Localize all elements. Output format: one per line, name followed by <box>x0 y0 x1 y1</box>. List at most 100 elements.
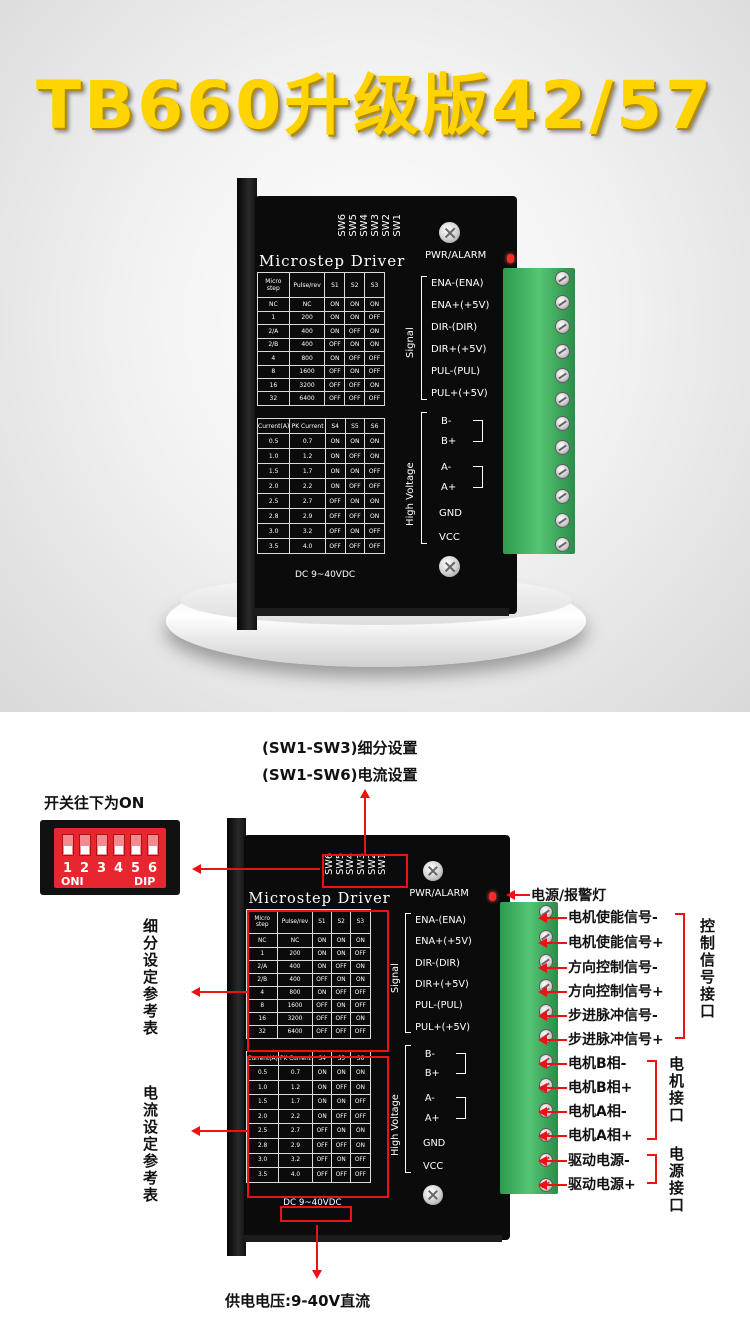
signal-terminal-label: DIR-(DIR) <box>415 957 460 969</box>
table-cell: OFF <box>324 377 346 393</box>
table-cell: OFF <box>311 998 333 1013</box>
control-group-label: 控制信号接口 <box>698 918 716 1020</box>
table-cell: ON <box>364 377 385 393</box>
page-title: TB660升级版42/57 <box>36 67 714 144</box>
power-terminal-label: VCC <box>422 1161 444 1173</box>
switch-labels-highlight <box>322 854 408 888</box>
current-table-label: 电流设定参考表 <box>141 1085 159 1204</box>
power-group-bracket-top <box>647 1154 657 1156</box>
terminal-arrow-line <box>545 917 567 919</box>
dip-number-6: 6 <box>148 861 158 876</box>
coil-a <box>455 1097 466 1119</box>
sw-arrow-head <box>360 789 370 798</box>
subdivision-arrow-head <box>191 987 200 997</box>
table-header-cell: Micro step <box>257 271 290 299</box>
signal-terminal-label: ENA-(ENA) <box>431 278 484 289</box>
dip-dip-label: DIP <box>134 875 156 888</box>
led-label: 电源/报警灯 <box>531 888 607 904</box>
motor-group-label: 电机接口 <box>667 1056 685 1124</box>
table-cell: ON <box>350 959 371 974</box>
terminal-arrow-head <box>538 1180 547 1190</box>
motor-group-bracket <box>655 1060 657 1140</box>
dip-on-label: ONI <box>61 875 84 888</box>
power-terminal-label: A+ <box>441 482 457 493</box>
terminal-label: 电机A相+ <box>568 1128 633 1144</box>
power-group-label: 电源接口 <box>667 1146 685 1214</box>
control-group-bracket-top <box>675 913 685 915</box>
dip-number-5: 5 <box>131 861 141 876</box>
dip-switch-1 <box>62 834 74 856</box>
table-cell: OFF <box>364 391 385 406</box>
table-cell: ON <box>331 998 352 1013</box>
sw-subdivision-label: (SW1-SW3)细分设置 <box>262 739 418 757</box>
driver-bottom-edge <box>255 608 509 616</box>
high-voltage-bracket <box>405 1044 412 1173</box>
power-terminal-label: B+ <box>424 1068 440 1080</box>
table-cell: OFF <box>311 1025 333 1040</box>
signal-bracket <box>421 276 427 400</box>
pwr-alarm-label: PWR/ALARM <box>409 887 469 899</box>
driver-heatsink-flange <box>237 178 257 630</box>
supply-voltage-label: 供电电压:9-40V直流 <box>225 1292 371 1310</box>
table-cell: OFF <box>350 985 371 1000</box>
table-cell: ON <box>311 985 333 1000</box>
dip-number-4: 4 <box>114 861 124 876</box>
terminal-arrow-head <box>538 913 547 923</box>
terminal-label: 方向控制信号- <box>568 960 658 976</box>
table-header-cell: PK Current <box>289 418 326 434</box>
subdivision-arrow-line <box>199 991 248 993</box>
signal-terminal-label: PUL-(PUL) <box>415 1000 463 1012</box>
table-cell: ON <box>311 933 333 948</box>
signal-bracket <box>405 913 412 1034</box>
power-terminal-label: B- <box>441 416 452 427</box>
coil-b <box>455 1052 466 1075</box>
table-cell: OFF <box>331 1025 352 1040</box>
power-terminal-label: GND <box>422 1138 446 1150</box>
voltage-arrow-head <box>312 1270 322 1279</box>
top-mounting-screw <box>439 222 460 243</box>
power-terminal-label: A- <box>441 462 452 473</box>
terminal-arrow-head <box>538 1083 547 1093</box>
power-terminal-label: B+ <box>441 436 457 447</box>
subdivision-table-highlight <box>247 910 389 1052</box>
table-cell: OFF <box>364 538 385 554</box>
power-spec-highlight <box>280 1206 352 1222</box>
terminal-screw <box>555 440 570 456</box>
table-cell: NC <box>288 297 326 312</box>
terminal-label: 电机使能信号- <box>568 910 658 926</box>
terminal-label: 电机A相- <box>568 1104 627 1120</box>
terminal-arrow-line <box>545 1135 567 1137</box>
terminal-screw <box>555 391 570 407</box>
signal-terminal-label: PUL+(+5V) <box>415 1021 471 1033</box>
current-arrow-head <box>191 1126 200 1136</box>
table-cell: OFF <box>350 1167 371 1183</box>
terminal-arrow-head <box>538 1131 547 1141</box>
table-cell: ON <box>350 933 371 948</box>
driver-heatsink-flange <box>227 818 247 1256</box>
current-table-highlight <box>247 1056 389 1198</box>
power-spec-label: DC 9~40VDC <box>295 570 356 580</box>
terminal-connector-block <box>503 268 575 554</box>
terminal-arrow-head <box>538 987 547 997</box>
table-cell: 3.5 <box>256 538 291 554</box>
table-cell: 6400 <box>288 391 326 406</box>
table-cell: 800 <box>277 985 313 1000</box>
power-terminal-label: A+ <box>424 1112 440 1124</box>
coil-a <box>473 466 483 488</box>
